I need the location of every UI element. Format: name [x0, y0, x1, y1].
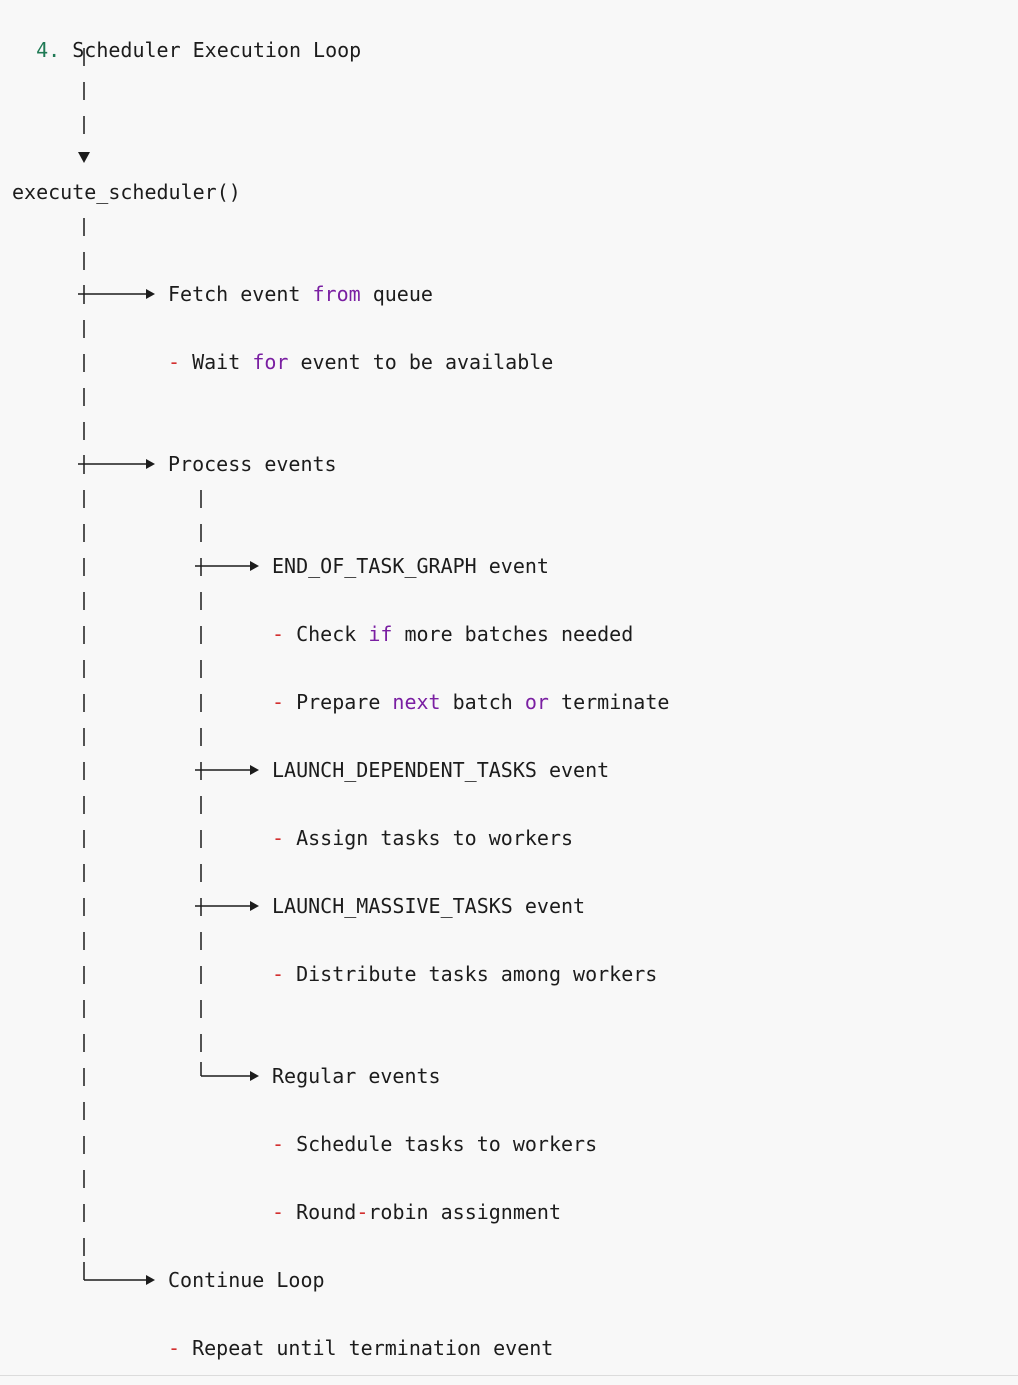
- launch-massive-tasks-label: LAUNCH_MASSIVE_TASKS event: [272, 894, 586, 918]
- fetch-event-note: - Wait for event to be available: [168, 350, 554, 374]
- root-function-label: execute_scheduler(): [12, 180, 241, 204]
- end-of-task-graph-note-1: - Check if more batches needed: [272, 622, 634, 646]
- branch-launch-massive: [195, 901, 259, 911]
- section-heading: 4. Scheduler Execution Loop: [12, 8, 361, 62]
- process-events-label: Process events: [168, 452, 337, 476]
- branch-end-of-task-graph: [195, 561, 259, 571]
- branch-continue-loop: [84, 1275, 155, 1285]
- continue-loop-label: Continue Loop: [168, 1268, 325, 1292]
- end-of-task-graph-note-2: - Prepare next batch or terminate: [272, 690, 670, 714]
- branch-launch-dependent: [195, 765, 259, 775]
- regular-events-note-2: - Round-robin assignment: [272, 1200, 562, 1224]
- regular-events-note-1: - Schedule tasks to workers: [272, 1132, 598, 1156]
- branch-regular-events: [201, 1071, 259, 1081]
- fetch-event-label: Fetch event from queue: [168, 282, 433, 306]
- branch-fetch: [78, 289, 155, 299]
- section-number: 4.: [36, 38, 61, 62]
- regular-events-label: Regular events: [272, 1064, 441, 1088]
- branch-process: [78, 459, 155, 469]
- launch-dependent-tasks-label: LAUNCH_DEPENDENT_TASKS event: [272, 758, 610, 782]
- bottom-divider: [0, 1375, 1018, 1376]
- down-arrow-icon: [78, 152, 90, 163]
- launch-massive-tasks-note: - Distribute tasks among workers: [272, 962, 658, 986]
- section-title: Scheduler Execution Loop: [72, 38, 362, 62]
- end-of-task-graph-label: END_OF_TASK_GRAPH event: [272, 554, 549, 578]
- launch-dependent-tasks-note: - Assign tasks to workers: [272, 826, 574, 850]
- continue-loop-note: - Repeat until termination event: [168, 1336, 554, 1360]
